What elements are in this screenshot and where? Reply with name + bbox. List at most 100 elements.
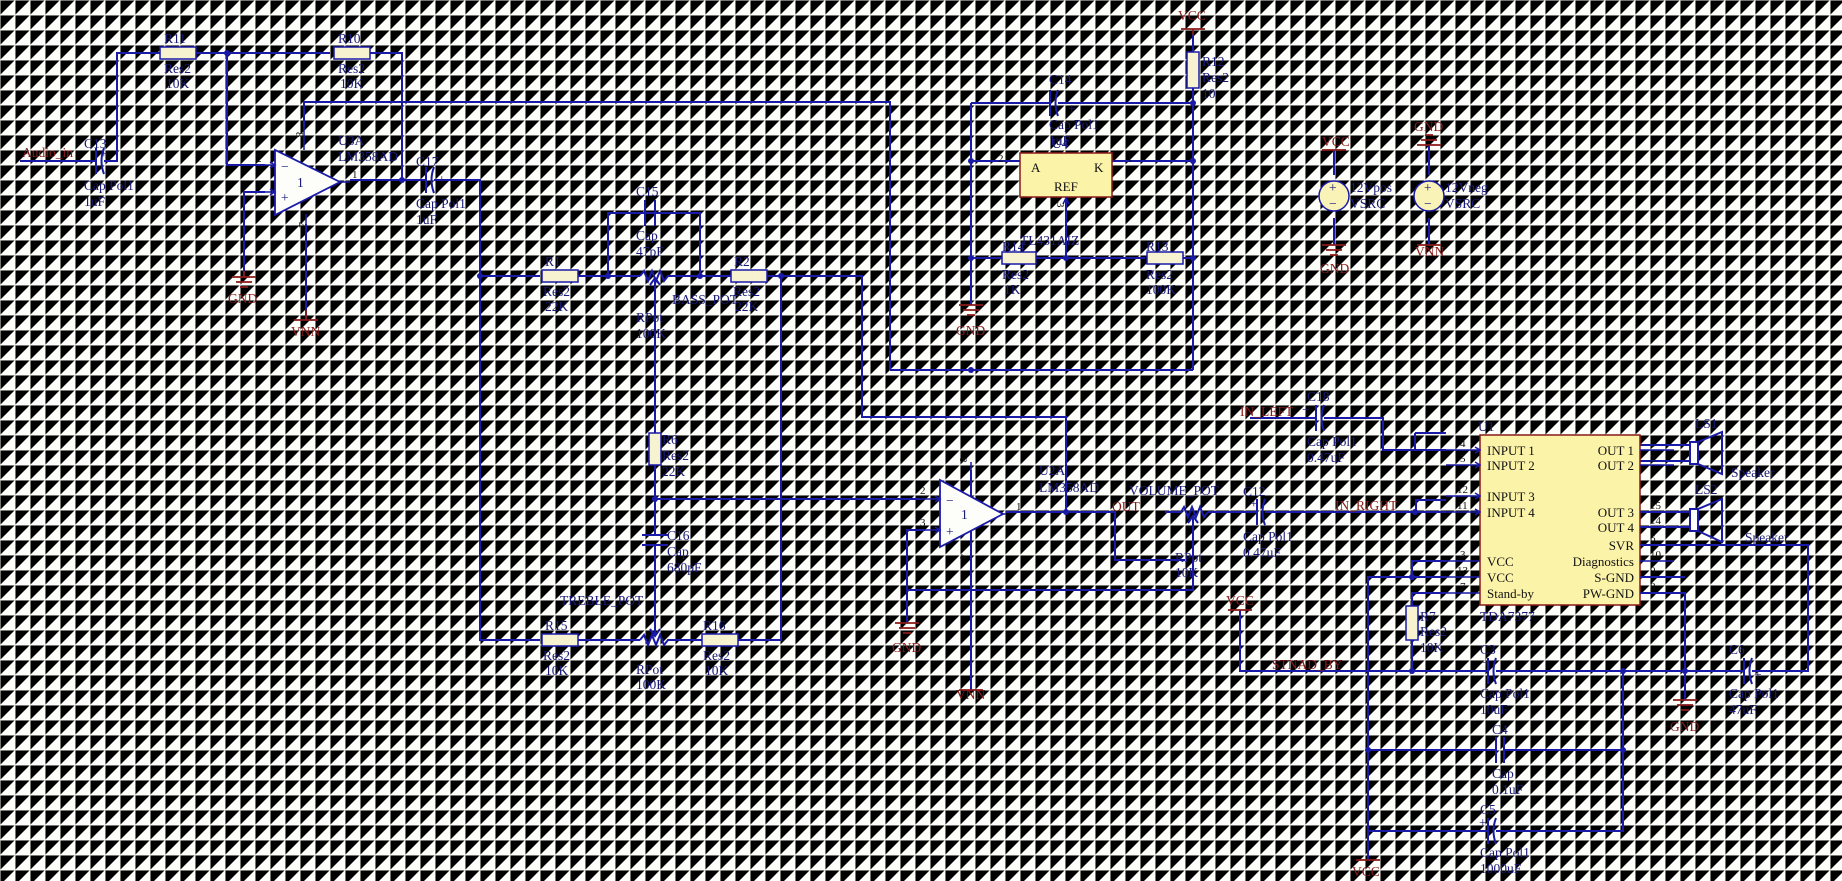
u4-type: TL431AIZ — [1020, 233, 1079, 248]
svg-text:4: 4 — [295, 222, 307, 228]
capacitor-c3[interactable]: + C3 Cap Pol1 10uF — [1480, 642, 1530, 717]
u1-pin-number: 15 — [1650, 500, 1662, 512]
svg-text:+: + — [281, 190, 289, 205]
u1-pin-number: 14 — [1650, 515, 1662, 527]
potentiometer-bass-pot[interactable]: BASS_POT RPot 100K — [636, 268, 739, 341]
capacitor-c6[interactable]: + C6 Cap Pol1 47uF — [1729, 642, 1779, 717]
svg-text:2: 2 — [998, 153, 1004, 165]
gnd-symbol-u1: GND — [1670, 699, 1699, 734]
capacitor-c4[interactable]: C4 Cap 0.1uF — [1490, 722, 1524, 797]
capacitor-c15[interactable]: C15 Cap 47pF — [608, 184, 700, 259]
svg-text:GND: GND — [1670, 719, 1699, 734]
u1-ref: U1 — [1478, 419, 1495, 434]
resistor-r12[interactable]: R12 Res2 10 — [1186, 51, 1229, 101]
resistor-r16[interactable]: R16 Res2 10K — [701, 618, 739, 678]
svg-text:1: 1 — [1016, 501, 1022, 513]
u3a-ref: U3A — [338, 133, 364, 148]
svg-text:3: 3 — [1054, 202, 1066, 208]
capacitor-c5[interactable]: + C5 Cap Pol1 1000uF — [1479, 802, 1530, 876]
svg-text:−: − — [946, 493, 954, 508]
svg-text:GND: GND — [892, 640, 921, 655]
c18-type: Cap Pol1 — [1307, 434, 1357, 449]
svg-text:+: + — [1302, 402, 1310, 417]
svg-text:VCC: VCC — [1352, 864, 1380, 879]
shunt-regulator-u4[interactable]: A K REF 2 1 3 U4 TL431AIZ — [998, 136, 1133, 248]
capacitor-c18[interactable]: + C18 Cap Pol1 0.47uF — [1302, 389, 1357, 465]
net-in-right: IN_RIGHT — [1335, 498, 1398, 513]
c15-value: 47pF — [636, 244, 664, 259]
resistor-r2[interactable]: R2 Res2 22K — [730, 254, 768, 314]
svg-text:GND: GND — [228, 291, 257, 306]
resistor-r7[interactable]: R7 Res2 10K — [1405, 605, 1447, 655]
net-audio-in: Audio_in — [22, 145, 73, 160]
opamp-u2a[interactable]: − + 1 2 3 1 8 4 U2A LM358AD — [920, 457, 1099, 560]
r1-value: 22K — [545, 299, 569, 314]
u1-pin-number: 2 — [1650, 453, 1656, 465]
r12-value: 10 — [1202, 86, 1216, 101]
svg-text:VNN: VNN — [956, 687, 985, 702]
c3-ref: C3 — [1480, 642, 1496, 657]
svg-text:VCC: VCC — [1226, 593, 1254, 608]
resistor-r10[interactable]: R10 Res2 10K — [333, 31, 371, 91]
c17-type: Cap Pol1 — [416, 196, 466, 211]
u1-pin-name: Stand-by — [1487, 586, 1534, 601]
bass-pot-type: RPot — [636, 310, 663, 325]
u1-pin-number: 6 — [1650, 533, 1656, 545]
u1-pin-right-1: 1 OUT 1 — [1598, 438, 1674, 458]
opamp-u3a[interactable]: − + 1 2 3 1 8 4 U3A LM358AD — [256, 127, 398, 230]
capacitor-c13[interactable]: + C13 Cap Pol1 1uF — [84, 136, 134, 209]
r16-value: 10K — [705, 663, 729, 678]
potentiometer-volume-pot[interactable]: VOLUME_POT RPot 10K — [1129, 483, 1220, 580]
r7-ref: R7 — [1420, 609, 1436, 624]
net-in-left: IN_LEFT — [1240, 404, 1294, 419]
resistor-r1[interactable]: R1 Res2 22K — [541, 254, 579, 314]
r15-type: Res2 — [543, 648, 570, 663]
capacitor-c16[interactable]: C16 Cap 680pF — [642, 528, 702, 575]
svg-text:+: + — [1479, 815, 1487, 830]
u1-pin-right-8: 8PW-GND — [1583, 581, 1674, 601]
resistor-r6[interactable]: R6 Res2 22K — [648, 432, 689, 479]
capacitor-c14[interactable]: + C14 Cap Pol1 1uF — [1045, 72, 1099, 148]
c15-ref: C15 — [636, 184, 659, 199]
capacitor-c12[interactable]: + C12 Cap Pol1 0.47uF — [1243, 484, 1293, 560]
svg-text:GND: GND — [1320, 261, 1349, 276]
u1-pin-number: 4 — [1460, 438, 1466, 450]
speaker-ls2[interactable]: LS2 Speaker — [1689, 482, 1789, 545]
c3-value: 10uF — [1480, 702, 1508, 717]
potentiometer-treble-pot[interactable]: TREBLE_POT RPot 100K — [560, 593, 674, 692]
svg-text:+: + — [1329, 180, 1337, 195]
speaker-ls1[interactable]: LS1 Speaker — [1689, 416, 1775, 480]
u1-pin-number: 5 — [1460, 453, 1466, 465]
r14-ref: R14 — [1002, 239, 1025, 254]
voltage-source-12vpos[interactable]: VCC + − 12Vpos VSRC GND — [1318, 134, 1392, 276]
svg-text:VCC: VCC — [1178, 8, 1206, 23]
u1-pin-name: OUT 1 — [1598, 443, 1634, 458]
treble-pot-ref: TREBLE_POT — [560, 593, 644, 608]
gnd-symbol-u2a: GND — [892, 622, 921, 655]
u1-pin-number: 1 — [1650, 438, 1656, 450]
capacitor-c17[interactable]: + C17 Cap Pol1 1uF — [415, 154, 466, 227]
resistor-r14[interactable]: R14 Res2 1K — [1001, 239, 1037, 297]
resistor-r11[interactable]: R11 Res2 10K — [159, 31, 197, 91]
c14-type: Cap Pol1 — [1049, 117, 1099, 132]
u3a-type: LM358AD — [338, 149, 398, 164]
r13-type: Res2 — [1146, 267, 1173, 282]
ls2-type: Speaker — [1745, 530, 1789, 545]
svg-text:+: + — [1754, 667, 1762, 682]
vcc-symbol-standby: VCC — [1226, 593, 1254, 611]
svg-text:+: + — [100, 146, 108, 161]
c14-ref: C14 — [1049, 72, 1072, 87]
u1-pin-name: VCC — [1487, 554, 1514, 569]
junction-dots — [224, 50, 1688, 753]
r14-value: 1K — [1004, 282, 1021, 297]
voltage-source-12vneg[interactable]: GND + − 12Vneg VSRC VNN — [1413, 119, 1488, 259]
svg-text:1: 1 — [352, 169, 358, 181]
r7-value: 10K — [1420, 640, 1444, 655]
resistor-r15[interactable]: R15 Res2 10K — [541, 618, 579, 678]
u1-pin-name: INPUT 1 — [1487, 443, 1535, 458]
resistor-r13[interactable]: R13 Res2 100K — [1146, 239, 1184, 297]
